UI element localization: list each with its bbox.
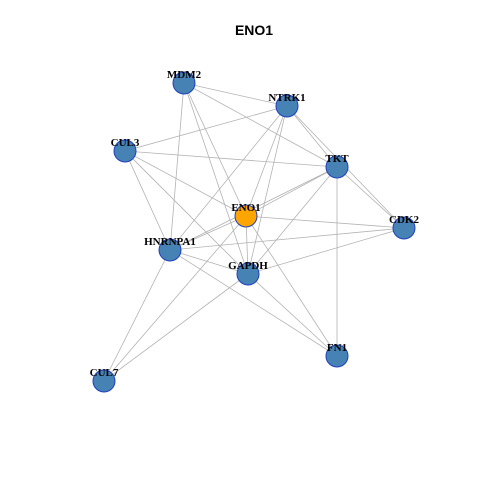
edge-hnrnpa1-gapdh (169, 249, 249, 275)
node-mdm2[interactable] (172, 71, 196, 95)
edge-cdk2-gapdh (247, 227, 405, 275)
edge-cul3-hnrnpa1 (124, 150, 171, 251)
edge-mdm2-ntrk1 (183, 82, 288, 107)
edge-tkt-cdk2 (336, 166, 405, 229)
node-hnrnpa1[interactable] (158, 238, 182, 262)
edge-cul3-tkt (124, 150, 338, 168)
node-label-tkt: TKT (325, 153, 349, 165)
node-fn1[interactable] (325, 344, 349, 368)
node-ntrk1[interactable] (275, 94, 299, 118)
edge-ntrk1-hnrnpa1 (169, 105, 288, 251)
edge-eno1-hnrnpa1 (169, 215, 247, 251)
node-gapdh[interactable] (236, 262, 260, 286)
edge-ntrk1-gapdh (247, 105, 288, 275)
node-label-gapdh: GAPDH (228, 260, 268, 272)
edge-cul3-gapdh (124, 150, 249, 275)
node-cul7[interactable] (92, 369, 116, 393)
node-cul3[interactable] (113, 139, 137, 163)
edge-mdm2-hnrnpa1 (169, 82, 185, 251)
node-label-cul7: CUL7 (90, 367, 119, 379)
edge-eno1-cul7 (103, 215, 247, 382)
node-eno1[interactable] (234, 204, 258, 228)
edge-tkt-gapdh (247, 166, 338, 275)
node-label-eno1: ENO1 (231, 202, 260, 214)
edge-tkt-eno1 (245, 166, 338, 217)
edge-mdm2-gapdh (183, 82, 249, 275)
edge-ntrk1-cul3 (124, 105, 288, 152)
edge-ntrk1-eno1 (245, 105, 288, 217)
node-tkt[interactable] (325, 155, 349, 179)
edge-gapdh-fn1 (247, 273, 338, 357)
node-layer (92, 71, 416, 393)
node-label-cul3: CUL3 (111, 137, 140, 149)
edge-hnrnpa1-fn1 (169, 249, 338, 357)
edge-ntrk1-tkt (286, 105, 338, 168)
edge-gapdh-cul7 (103, 273, 249, 382)
edge-cul3-eno1 (124, 150, 247, 217)
node-label-mdm2: MDM2 (167, 69, 202, 81)
edge-cdk2-eno1 (245, 215, 405, 229)
node-label-hnrnpa1: HNRNPA1 (144, 236, 196, 248)
node-label-ntrk1: NTRK1 (268, 92, 305, 104)
edge-cdk2-hnrnpa1 (169, 227, 405, 251)
edge-mdm2-eno1 (183, 82, 247, 217)
graph-title: ENO1 (235, 22, 273, 38)
edge-eno1-fn1 (245, 215, 338, 357)
edge-hnrnpa1-cul7 (103, 249, 171, 382)
node-label-cdk2: CDK2 (389, 214, 419, 226)
node-cdk2[interactable] (392, 216, 416, 240)
node-label-fn1: FN1 (327, 342, 347, 354)
edge-layer (103, 82, 405, 382)
edge-mdm2-tkt (183, 82, 338, 168)
